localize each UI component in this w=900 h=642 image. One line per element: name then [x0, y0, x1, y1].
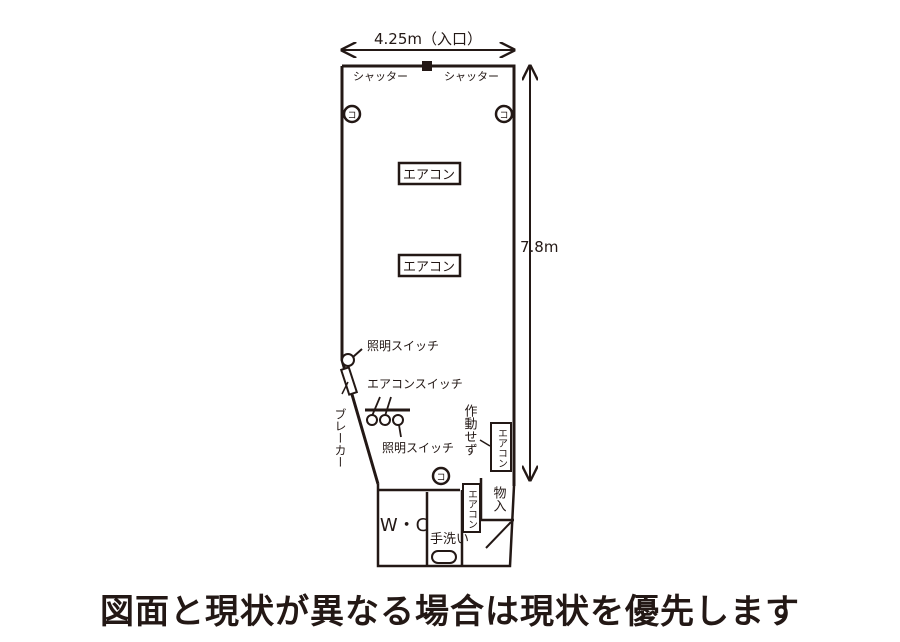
entrance-post: [422, 61, 432, 71]
storage-label: 物入: [491, 486, 507, 512]
aircon-unit-1: エアコン: [397, 161, 462, 186]
breaker-panel: [339, 366, 359, 396]
notice-text: 図面と現状が異なる場合は現状を優先します: [100, 592, 800, 632]
svg-text:コ: コ: [347, 111, 356, 121]
svg-text:エアコン: エアコン: [403, 168, 455, 183]
not-working-label: 作動せず: [462, 404, 478, 456]
svg-text:エアコン: エアコン: [403, 260, 455, 275]
svg-text:エアコン: エアコン: [466, 489, 478, 529]
aircon-vertical: エアコン: [490, 422, 512, 472]
shutter-right-label: シャッター: [444, 70, 499, 83]
aircon-switch-label: エアコンスイッチ: [367, 377, 463, 391]
depth-dimension-label: 7.8m: [520, 238, 558, 256]
svg-text:エアコン: エアコン: [496, 428, 508, 468]
handwash-label: 手洗い: [430, 532, 469, 547]
aircon-switch: [365, 396, 410, 438]
handwash-sink: [431, 550, 457, 564]
breaker-label: ブレーカー: [333, 407, 347, 468]
aircon-unit-2: エアコン: [397, 253, 462, 278]
wc-label: W・C: [380, 515, 428, 536]
lower-section-walls: [376, 478, 516, 568]
outlet-top-right: コ: [494, 104, 514, 124]
light-switch-lower-label: 照明スイッチ: [382, 441, 454, 455]
svg-text:コ: コ: [499, 111, 508, 121]
shutter-left-label: シャッター: [353, 70, 408, 83]
outlet-top-left: コ: [342, 104, 362, 124]
storage-door: [485, 521, 512, 549]
aircon-lower-vertical: エアコン: [462, 483, 481, 533]
svg-text:コ: コ: [436, 473, 445, 483]
outlet-bottom: コ: [431, 466, 451, 486]
width-dimension-label: 4.25m（入口）: [374, 30, 482, 48]
not-working-pointer: [479, 439, 491, 447]
light-switch-upper: [341, 348, 363, 367]
light-switch-upper-label: 照明スイッチ: [367, 339, 439, 353]
